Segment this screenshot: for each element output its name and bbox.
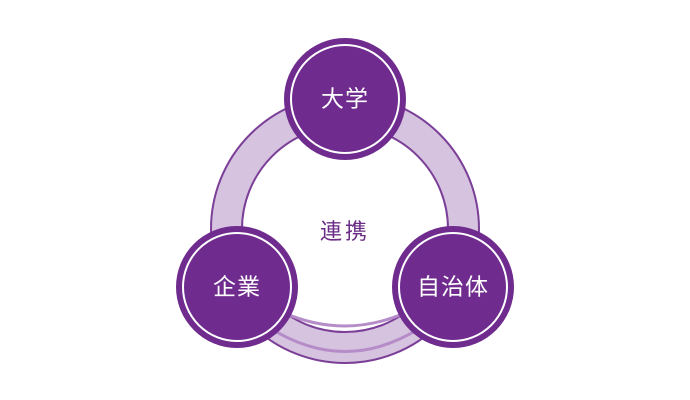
node-municipality-label: 自治体 — [417, 275, 489, 301]
lower-arc-inner — [281, 310, 408, 328]
node-company-label: 企業 — [213, 275, 261, 301]
node-university-ring — [290, 44, 400, 154]
node-university-outer — [284, 38, 406, 160]
node-municipality: 自治体 — [392, 226, 514, 348]
node-municipality-ring — [398, 232, 508, 342]
lower-arc-outer — [269, 326, 421, 353]
node-university-label: 大学 — [321, 87, 369, 113]
node-municipality-outer — [392, 226, 514, 348]
lower-connector-arcs — [269, 310, 421, 353]
node-company: 企業 — [176, 226, 298, 348]
node-university: 大学 — [284, 38, 406, 160]
node-company-outer — [176, 226, 298, 348]
node-company-ring — [182, 232, 292, 342]
center-label: 連携 — [320, 220, 370, 245]
